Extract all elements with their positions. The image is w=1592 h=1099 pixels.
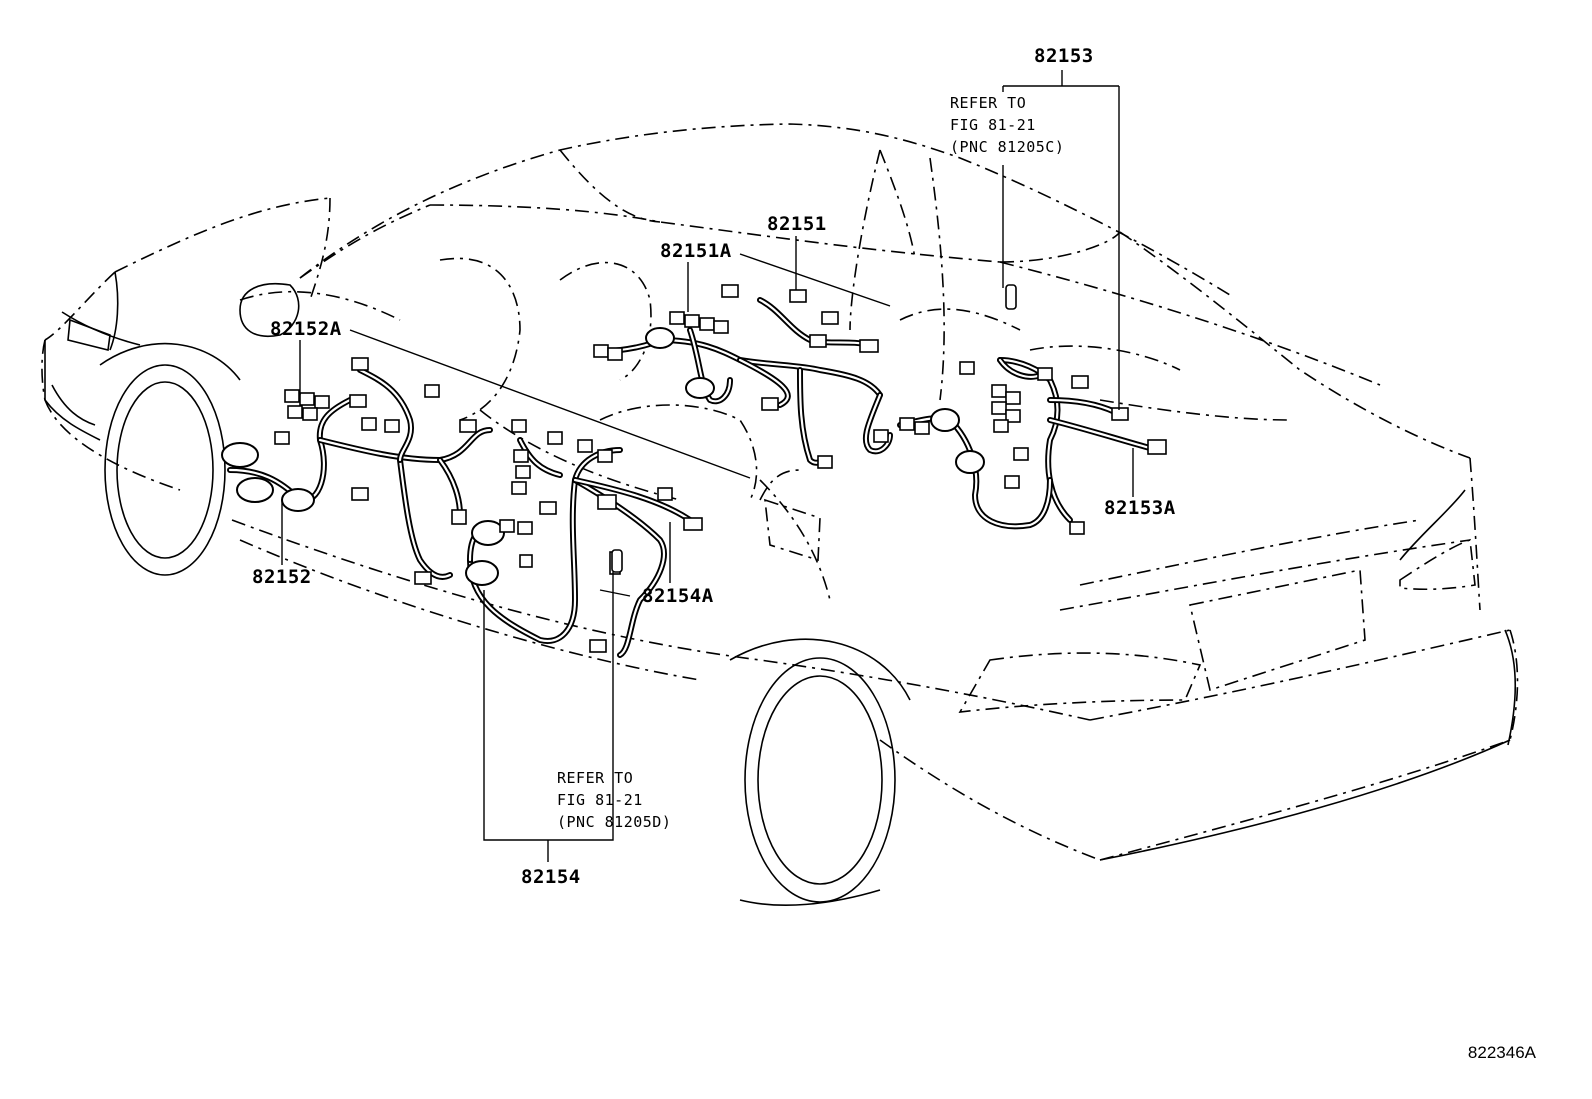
harness-82153 xyxy=(897,357,1167,535)
fuse-plug-parts xyxy=(611,284,1017,573)
reference-line: FIG 81-21 xyxy=(557,791,643,809)
harness-82154 xyxy=(465,419,703,658)
car-body-solid xyxy=(44,271,1516,906)
reference-line: REFER TO xyxy=(557,769,634,787)
part-label-82151: 82151 xyxy=(767,213,827,235)
part-label-82152: 82152 xyxy=(252,566,312,588)
part-label-82152A: 82152A xyxy=(270,318,342,340)
reference-line: (PNC 81205D) xyxy=(557,813,672,831)
reference-line: REFER TO xyxy=(950,94,1027,112)
leader-lines xyxy=(281,70,1134,862)
part-label-82151A: 82151A xyxy=(660,240,732,262)
part-label-82154: 82154 xyxy=(521,866,581,888)
part-label-82154A: 82154A xyxy=(642,585,714,607)
reference-note-top: REFER TO FIG 81-21 (PNC 81205C) xyxy=(950,92,1064,158)
reference-line: (PNC 81205C) xyxy=(950,138,1065,156)
figure-id: 822346A xyxy=(1467,1043,1536,1062)
harness-82151 xyxy=(593,284,893,469)
car-body-outline xyxy=(41,123,1519,861)
reference-line: FIG 81-21 xyxy=(950,116,1036,134)
reference-note-bottom: REFER TO FIG 81-21 (PNC 81205D) xyxy=(557,767,671,833)
part-label-82153A: 82153A xyxy=(1104,497,1176,519)
harness-82152 xyxy=(221,357,493,585)
part-label-82153: 82153 xyxy=(1034,45,1094,67)
